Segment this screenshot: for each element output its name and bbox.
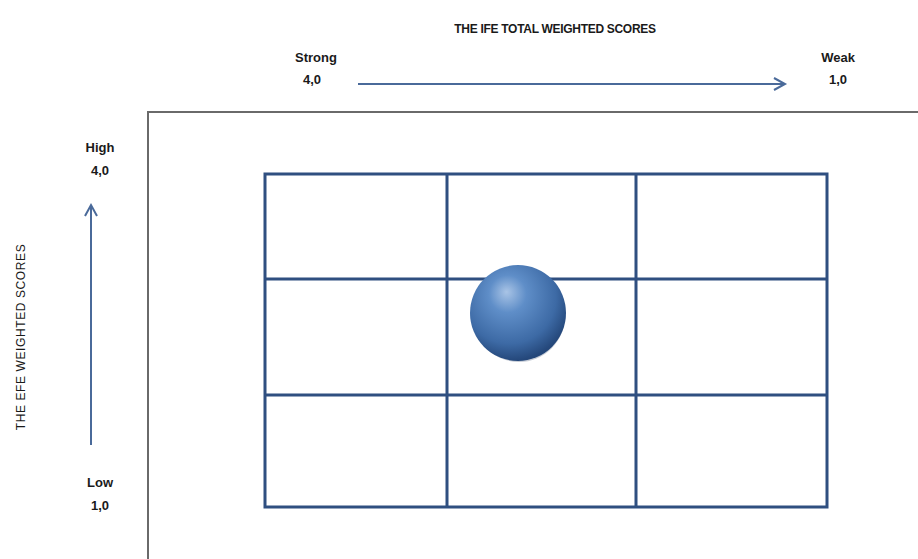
axis-value: 1,0 bbox=[829, 73, 847, 87]
axis-title: THE IFE TOTAL WEIGHTED SCORES bbox=[454, 23, 655, 36]
axis-value: 1,0 bbox=[91, 499, 109, 513]
axis-title: THE EFE WEIGHTED SCORES bbox=[15, 244, 28, 430]
outer-frame bbox=[148, 112, 918, 559]
axis-value: 4,0 bbox=[91, 164, 109, 178]
axis-arrow bbox=[85, 205, 97, 445]
position-sphere bbox=[470, 265, 566, 361]
matrix-grid bbox=[265, 174, 827, 507]
axis-end-label: Strong bbox=[295, 51, 337, 65]
axis-end-label: High bbox=[86, 141, 115, 155]
axis-value: 4,0 bbox=[303, 73, 321, 87]
axis-arrow bbox=[358, 78, 785, 90]
axis-end-label: Low bbox=[87, 476, 113, 490]
axis-end-label: Weak bbox=[821, 51, 855, 65]
